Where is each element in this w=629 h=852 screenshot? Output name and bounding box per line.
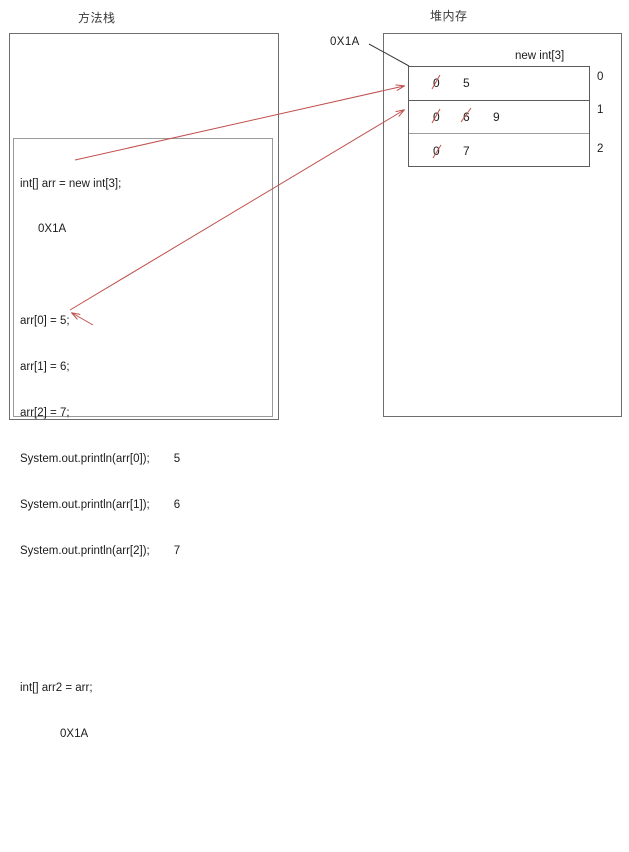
declaration-address-value: 0X1A (38, 223, 67, 236)
cell-2-initial: 0 (432, 144, 442, 159)
array-type-label: new int[3] (515, 50, 565, 62)
code-line-declaration-address: 0X1A (20, 222, 270, 237)
row-index-1: 1 (597, 104, 604, 116)
cell-0-initial: 0 (431, 75, 441, 90)
print-1-stmt: System.out.println(arr[1]); (20, 498, 150, 511)
print-0-stmt: System.out.println(arr[0]); (20, 452, 150, 465)
code-line-assign-0: arr[0] = 5; (20, 315, 70, 328)
cell-1-initial: 0 (431, 108, 441, 124)
print-0-output: 5 (173, 452, 181, 465)
cell-2-assigned: 7 (463, 143, 470, 158)
print-2-output: 7 (173, 544, 181, 557)
code-line-blank-1 (20, 268, 270, 283)
code-line-blank-4 (20, 773, 270, 788)
stack-code-block: int[] arr = new int[3]; 0X1A arr[0] = 5;… (20, 146, 270, 852)
code-line-print-2: System.out.println(arr[2]); 7 (20, 544, 270, 559)
row-index-2: 2 (597, 143, 604, 155)
table-row: 0 7 (409, 134, 589, 168)
table-row: 0 5 (409, 67, 589, 101)
code-line-print-0: System.out.println(arr[0]); 5 (20, 452, 270, 467)
code-line-assign-2: arr[2] = 7; (20, 407, 70, 420)
code-line-alias-address: 0X1A (20, 727, 270, 742)
code-line-alias-decl: int[] arr2 = arr; (20, 682, 93, 695)
cell-0-assigned: 5 (463, 76, 470, 91)
code-line-blank-2 (20, 590, 270, 605)
heap-address-label: 0X1A (330, 36, 360, 48)
row-index-0: 0 (597, 71, 604, 83)
heap-array-table: 0 5 0 6 9 (408, 66, 590, 167)
code-line-declaration: int[] arr = new int[3]; (20, 177, 122, 190)
diagram-canvas: 方法栈 堆内存 int[] arr = new int[3]; 0X1A arr… (9, 9, 622, 740)
stack-title: 方法栈 (78, 11, 116, 25)
code-line-blank-5 (20, 819, 270, 834)
code-line-print-1: System.out.println(arr[1]); 6 (20, 498, 270, 513)
code-line-blank-3 (20, 636, 270, 651)
cell-1-assigned: 6 (460, 107, 472, 124)
cell-1-updated: 9 (493, 109, 500, 124)
table-row: 0 6 9 (409, 101, 589, 135)
code-line-assign-1: arr[1] = 6; (20, 361, 70, 374)
alias-address-value: 0X1A (60, 728, 89, 741)
heap-title: 堆内存 (430, 9, 468, 23)
print-2-stmt: System.out.println(arr[2]); (20, 544, 150, 557)
print-1-output: 6 (173, 498, 181, 511)
